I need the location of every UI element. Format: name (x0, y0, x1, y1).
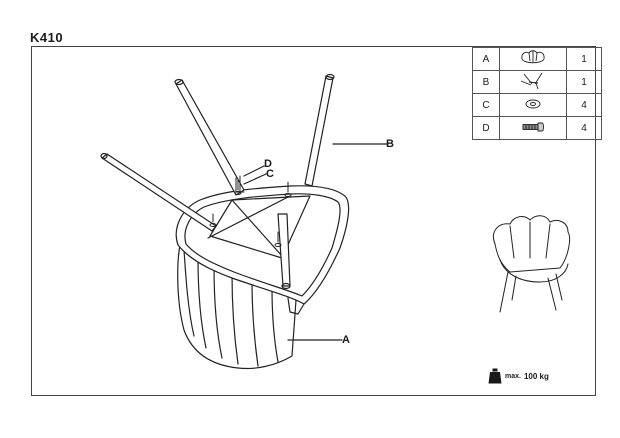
parts-row-c: C 4 (472, 93, 602, 117)
callout-d-line (243, 165, 265, 177)
parts-row-a: A 1 (472, 47, 602, 71)
part-code: A (472, 47, 500, 71)
part-qty: 4 (566, 116, 602, 140)
chair-legs-icon (520, 72, 543, 89)
washer-icon (525, 99, 541, 108)
leg-frame-illustration (100, 73, 335, 290)
parts-row-b: B 1 (472, 70, 602, 94)
callout-c-line (243, 173, 267, 185)
callout-b-label: B (386, 138, 394, 150)
part-code: C (472, 93, 500, 117)
callout-c-label: C (266, 168, 274, 180)
max-load-value: 100 kg (523, 371, 549, 381)
part-qty: 1 (566, 70, 602, 94)
callout-d-label: D (264, 158, 272, 170)
chair-seat-icon (521, 49, 545, 63)
parts-row-d: D 4 (472, 116, 602, 140)
drawing-frame (31, 46, 596, 396)
part-qty: 1 (566, 47, 602, 71)
assembled-chair-illustration (493, 215, 571, 313)
chair-seat-illustration (175, 185, 350, 370)
max-load-indicator: max. 100 kg (488, 368, 549, 384)
callout-a-label: A (342, 334, 350, 346)
parts-table: A 1 B 1 C 4 D (472, 47, 602, 140)
document-title: K410 (30, 30, 64, 45)
bolt-icon (522, 122, 544, 131)
part-code: B (472, 70, 500, 94)
part-code: D (472, 116, 500, 140)
hardware-illustration (209, 175, 292, 247)
weight-icon (488, 368, 502, 384)
max-load-prefix: max. (505, 372, 521, 380)
part-qty: 4 (566, 93, 602, 117)
